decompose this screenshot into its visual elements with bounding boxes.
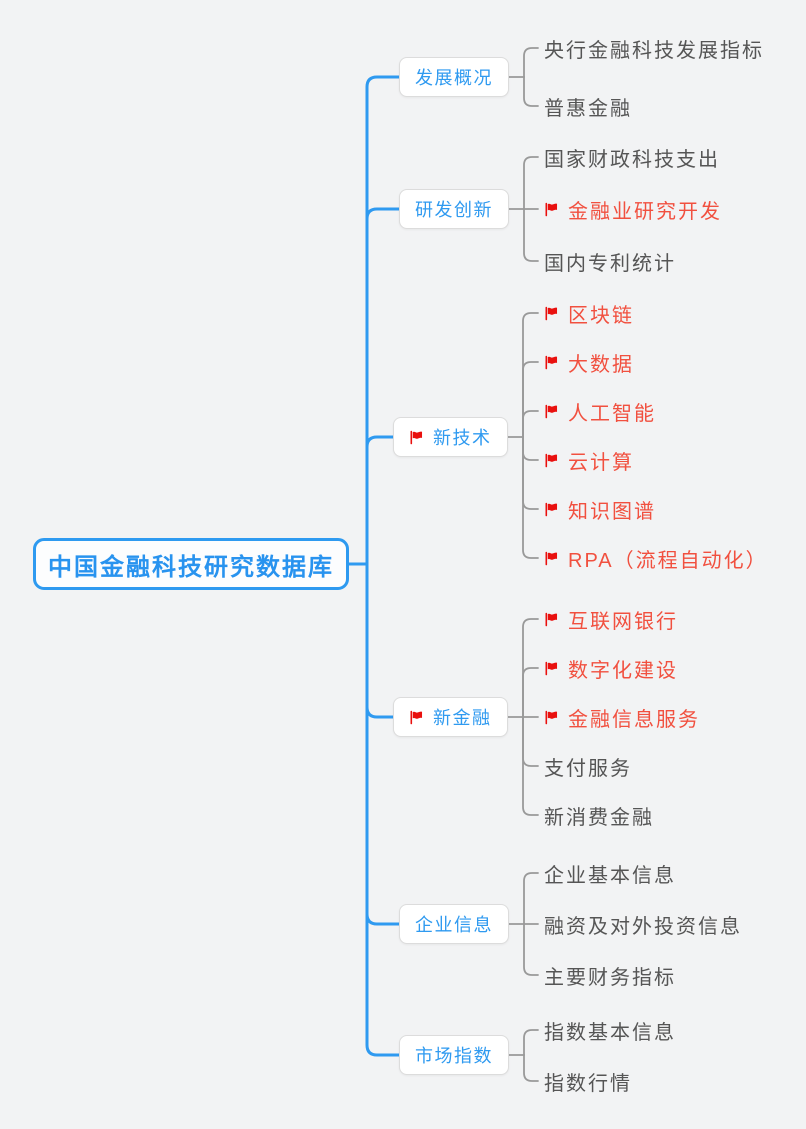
leaf-node[interactable]: 融资及对外投资信息 [544, 909, 742, 939]
leaf-node[interactable]: 知识图谱 [544, 494, 656, 524]
leaf-node[interactable]: 人工智能 [544, 396, 656, 426]
leaf-node[interactable]: 区块链 [544, 298, 634, 328]
leaf-label: 指数基本信息 [544, 1021, 676, 1044]
leaf-label: 知识图谱 [568, 500, 656, 523]
leaf-node[interactable]: 云计算 [544, 445, 634, 475]
branch-label: 新金融 [433, 708, 492, 728]
leaf-node[interactable]: 数字化建设 [544, 653, 678, 683]
flag-icon [545, 710, 558, 724]
leaf-node[interactable]: 互联网银行 [544, 604, 678, 634]
leaf-label: 普惠金融 [544, 97, 632, 120]
flag-icon [545, 453, 558, 467]
leaf-node[interactable]: 国内专利统计 [544, 246, 676, 276]
branch-label: 发展概况 [415, 68, 493, 88]
branch-label: 企业信息 [415, 915, 493, 935]
leaf-node[interactable]: 指数基本信息 [544, 1015, 676, 1045]
leaf-label: 互联网银行 [568, 610, 678, 633]
branch-node[interactable]: 企业信息 [399, 904, 509, 944]
leaf-label: 新消费金融 [544, 806, 654, 829]
leaf-label: 企业基本信息 [544, 864, 676, 887]
branch-label: 市场指数 [415, 1046, 493, 1066]
flag-icon [545, 355, 558, 369]
flag-icon [410, 430, 423, 444]
branch-node[interactable]: 市场指数 [399, 1035, 509, 1075]
leaf-label: 区块链 [568, 304, 634, 327]
root-node[interactable]: 中国金融科技研究数据库 [33, 538, 349, 590]
branch-node[interactable]: 发展概况 [399, 57, 509, 97]
flag-icon [545, 502, 558, 516]
flag-icon [545, 306, 558, 320]
leaf-node[interactable]: 普惠金融 [544, 91, 632, 121]
leaf-label: 主要财务指标 [544, 966, 676, 989]
leaf-label: 央行金融科技发展指标 [544, 39, 764, 62]
leaf-node[interactable]: 金融信息服务 [544, 702, 700, 732]
branch-label: 研发创新 [415, 200, 493, 220]
leaf-node[interactable]: 指数行情 [544, 1066, 632, 1096]
leaf-node[interactable]: 支付服务 [544, 751, 632, 781]
branch-node[interactable]: 新金融 [393, 697, 508, 737]
branch-node[interactable]: 研发创新 [399, 189, 509, 229]
leaf-node[interactable]: 国家财政科技支出 [544, 142, 720, 172]
leaf-node[interactable]: 央行金融科技发展指标 [544, 33, 764, 63]
leaf-label: 融资及对外投资信息 [544, 915, 742, 938]
leaf-label: 大数据 [568, 353, 634, 376]
leaf-label: 支付服务 [544, 757, 632, 780]
flag-icon [545, 202, 558, 216]
flag-icon [545, 404, 558, 418]
leaf-node[interactable]: 企业基本信息 [544, 858, 676, 888]
leaf-label: RPA（流程自动化） [568, 549, 768, 572]
leaf-node[interactable]: RPA（流程自动化） [544, 543, 768, 573]
leaf-node[interactable]: 大数据 [544, 347, 634, 377]
leaf-label: 金融业研究开发 [568, 200, 722, 223]
leaf-label: 金融信息服务 [568, 708, 700, 731]
flag-icon [545, 661, 558, 675]
flag-icon [545, 612, 558, 626]
leaf-label: 人工智能 [568, 402, 656, 425]
leaf-node[interactable]: 主要财务指标 [544, 960, 676, 990]
branch-label: 新技术 [433, 428, 492, 448]
leaf-node[interactable]: 金融业研究开发 [544, 194, 722, 224]
leaf-label: 国家财政科技支出 [544, 148, 720, 171]
leaf-label: 云计算 [568, 451, 634, 474]
leaf-label: 数字化建设 [568, 659, 678, 682]
leaf-label: 国内专利统计 [544, 252, 676, 275]
root-label: 中国金融科技研究数据库 [48, 554, 334, 581]
leaf-label: 指数行情 [544, 1072, 632, 1095]
flag-icon [545, 551, 558, 565]
flag-icon [410, 710, 423, 724]
leaf-node[interactable]: 新消费金融 [544, 800, 654, 830]
branch-node[interactable]: 新技术 [393, 417, 508, 457]
